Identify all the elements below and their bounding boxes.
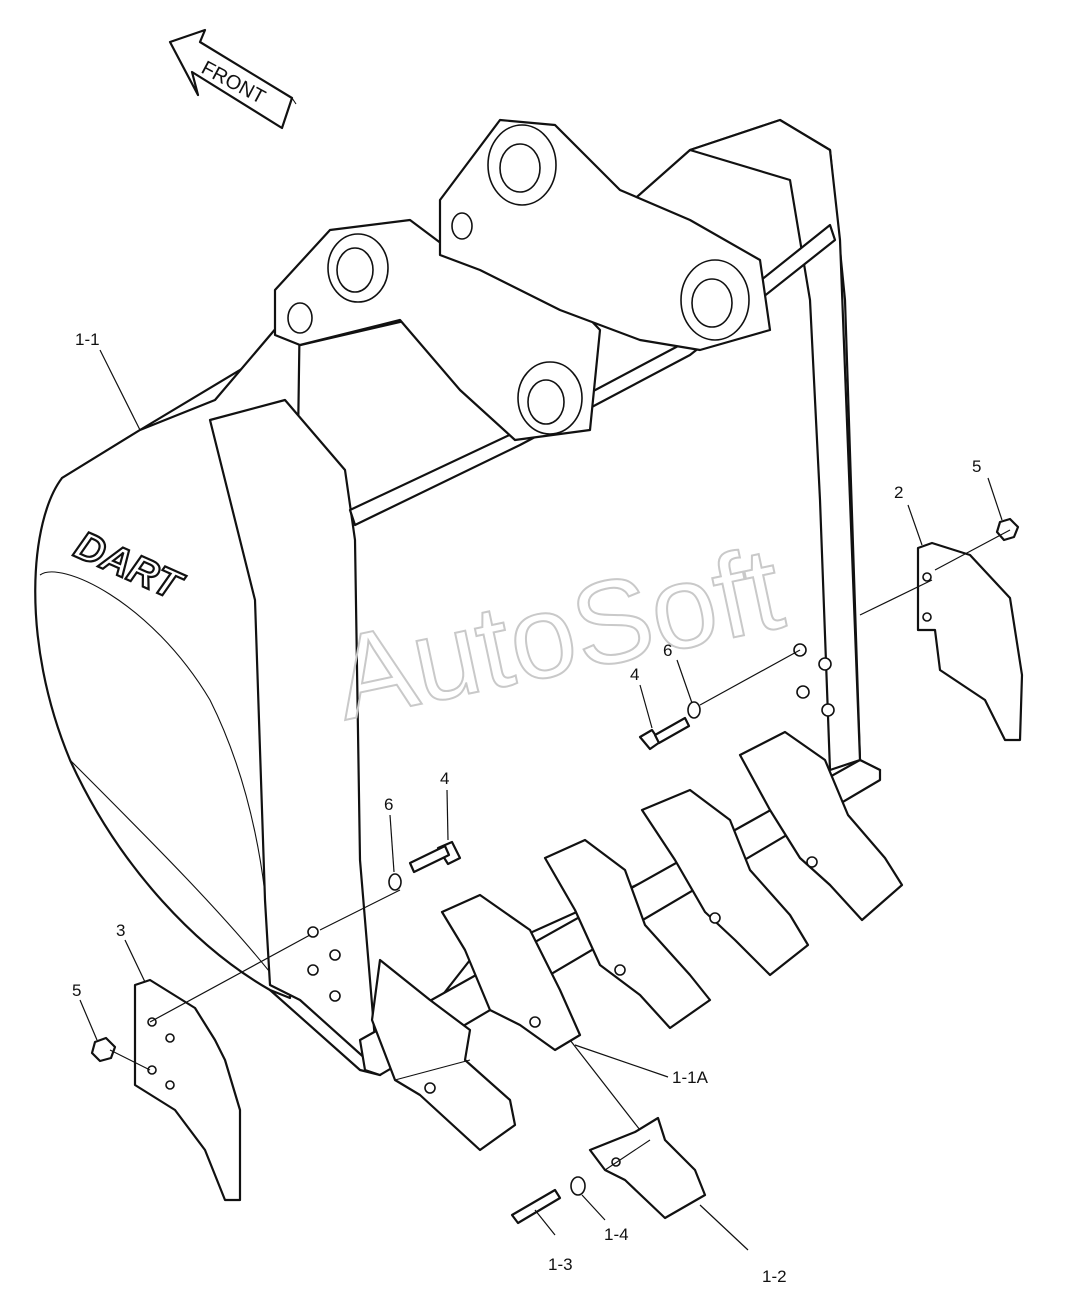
tooth-2: [440, 893, 582, 1052]
callout-1-1: 1-1: [75, 330, 100, 349]
callout-5-left: 5: [72, 981, 81, 1000]
nut-5-left: [90, 1036, 117, 1063]
retainer-1-4: [570, 1176, 586, 1196]
side-cutter-2: [916, 541, 1024, 742]
callout-1-1a: 1-1A: [672, 1068, 709, 1087]
bolt-4-right: [638, 716, 691, 751]
callout-6-right: 6: [663, 641, 672, 660]
callout-2: 2: [894, 483, 903, 502]
callout-6-left: 6: [384, 795, 393, 814]
tooth-3: [543, 838, 712, 1030]
tooth-5: [738, 730, 904, 922]
nut-5-right: [995, 517, 1020, 542]
washer-6-left: [388, 873, 402, 891]
callout-1-2: 1-2: [762, 1267, 787, 1286]
tooth-point-1-2: [588, 1116, 707, 1220]
tooth-4: [640, 788, 810, 977]
callout-1-4: 1-4: [604, 1225, 629, 1244]
callout-3: 3: [116, 921, 125, 940]
front-arrow: FRONT: [168, 28, 297, 130]
leader-lines: [79, 349, 1011, 1251]
callout-1-3: 1-3: [548, 1255, 573, 1274]
tooth-1: [370, 958, 517, 1152]
washer-6-right: [687, 701, 701, 719]
callouts: 1-1 2 5 4 6 4 6 3 5 1-1A 1-4 1-3 1-2: [72, 330, 981, 1286]
side-cutter-3: [133, 978, 242, 1202]
callout-5-right: 5: [972, 457, 981, 476]
callout-4-left: 4: [440, 769, 449, 788]
callout-4-right: 4: [630, 665, 639, 684]
pin-1-3: [510, 1188, 562, 1225]
bolt-4-left: [408, 840, 462, 874]
